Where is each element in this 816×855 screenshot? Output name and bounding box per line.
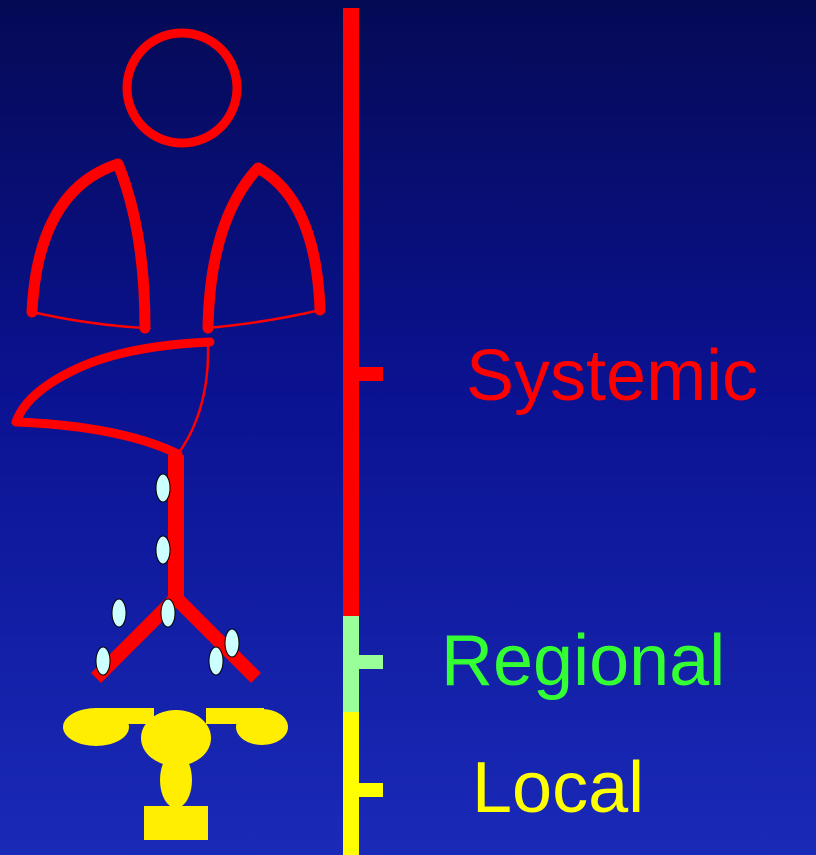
systemic-bar [343,8,359,616]
right-ovary [236,709,288,745]
body-outline-icon [11,28,326,459]
right-lung-base [207,308,321,330]
lymph-node [208,646,224,676]
lymph-node [111,598,127,628]
left-ovary [63,708,129,746]
local-tick [359,783,383,797]
systemic-label: Systemic [466,336,759,416]
right-lung [202,162,326,334]
stage-scale [343,8,383,855]
regional-label: Regional [441,621,726,701]
left-lung [26,158,151,334]
uterus-body [141,710,211,766]
head-circle [122,28,242,148]
lymph-node [155,473,171,503]
right-branch [171,593,261,683]
airway-icon [91,455,261,683]
liver-edge [176,341,210,455]
local-bar [343,712,359,855]
regional-tick [359,655,383,669]
liver-shape [11,337,215,459]
regional-bar [343,616,359,712]
lymph-node [95,646,111,676]
lymph-node [160,598,176,628]
left-lung-base [31,310,146,330]
local-label: Local [472,748,645,828]
systemic-tick [359,367,383,381]
lymph-node [155,535,171,565]
cervix [160,752,192,808]
vagina-block [144,806,208,840]
lymph-node [224,628,240,658]
uterus-icon [63,708,288,840]
